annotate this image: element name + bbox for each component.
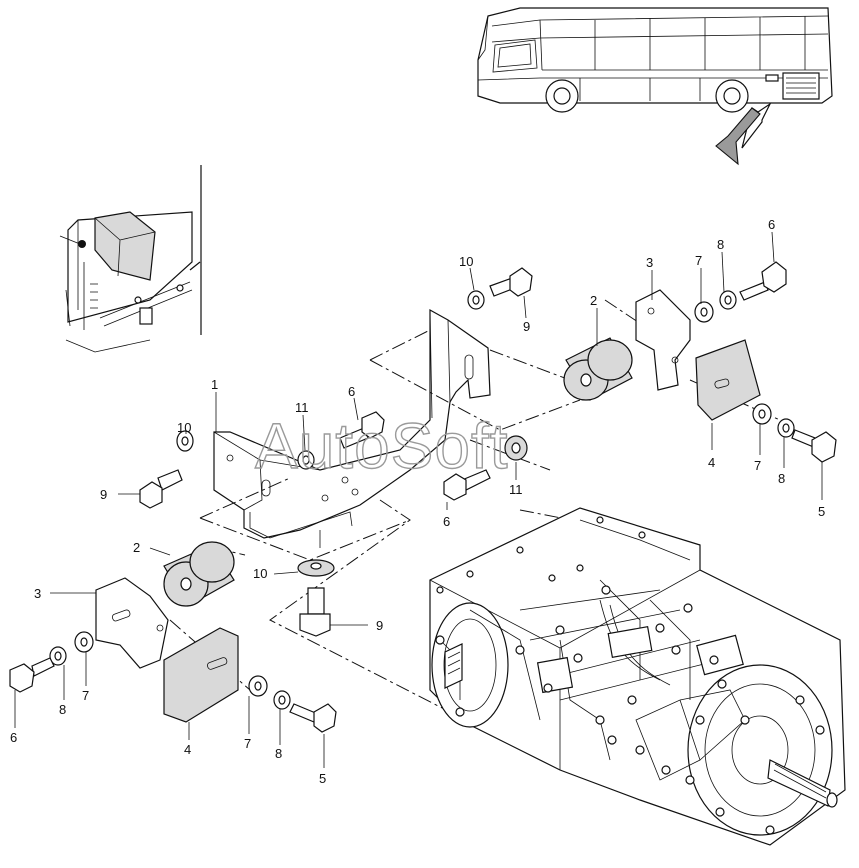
callout-4: 4: [708, 455, 715, 470]
frame-inset-detail: [59, 165, 202, 353]
watermark-text: AutoSoft: [255, 410, 509, 482]
callout-1: 1: [211, 377, 218, 392]
left-fasteners: [139, 430, 335, 637]
callout-8: 8: [59, 702, 66, 717]
callout-2: 2: [590, 293, 597, 308]
right-mount-cluster: [563, 261, 837, 463]
bus-illustration: [477, 7, 833, 166]
main-bracket: [213, 308, 491, 548]
callout-6: 6: [768, 217, 775, 232]
callout-5: 5: [818, 504, 825, 519]
callout-10: 10: [253, 566, 267, 581]
callout-2: 2: [133, 540, 140, 555]
callout-11: 11: [509, 482, 523, 497]
callout-5: 5: [319, 771, 326, 786]
callout-6: 6: [443, 514, 450, 529]
callout-11: 11: [295, 400, 309, 415]
callout-9: 9: [100, 487, 107, 502]
callout-7: 7: [695, 253, 702, 268]
callout-8: 8: [275, 746, 282, 761]
leader-lines: [14, 231, 823, 768]
callout-6: 6: [10, 730, 17, 745]
gearbox-assembly: [429, 507, 846, 846]
callout-8: 8: [778, 471, 785, 486]
callout-9: 9: [376, 618, 383, 633]
callout-labels: 1 2 2 3 3 4 4 5 5 6 6 6 6 7 7 7 7 8 8 8 …: [10, 217, 825, 786]
callout-7: 7: [244, 736, 251, 751]
callout-4: 4: [184, 742, 191, 757]
callout-10: 10: [177, 420, 191, 435]
upper-fasteners: [297, 267, 533, 501]
callout-7: 7: [754, 458, 761, 473]
callout-10: 10: [459, 254, 473, 269]
callout-3: 3: [34, 586, 41, 601]
left-mount-cluster: [9, 541, 337, 733]
callout-9: 9: [523, 319, 530, 334]
callout-3: 3: [646, 255, 653, 270]
callout-8: 8: [717, 237, 724, 252]
callout-7: 7: [82, 688, 89, 703]
callout-6: 6: [348, 384, 355, 399]
